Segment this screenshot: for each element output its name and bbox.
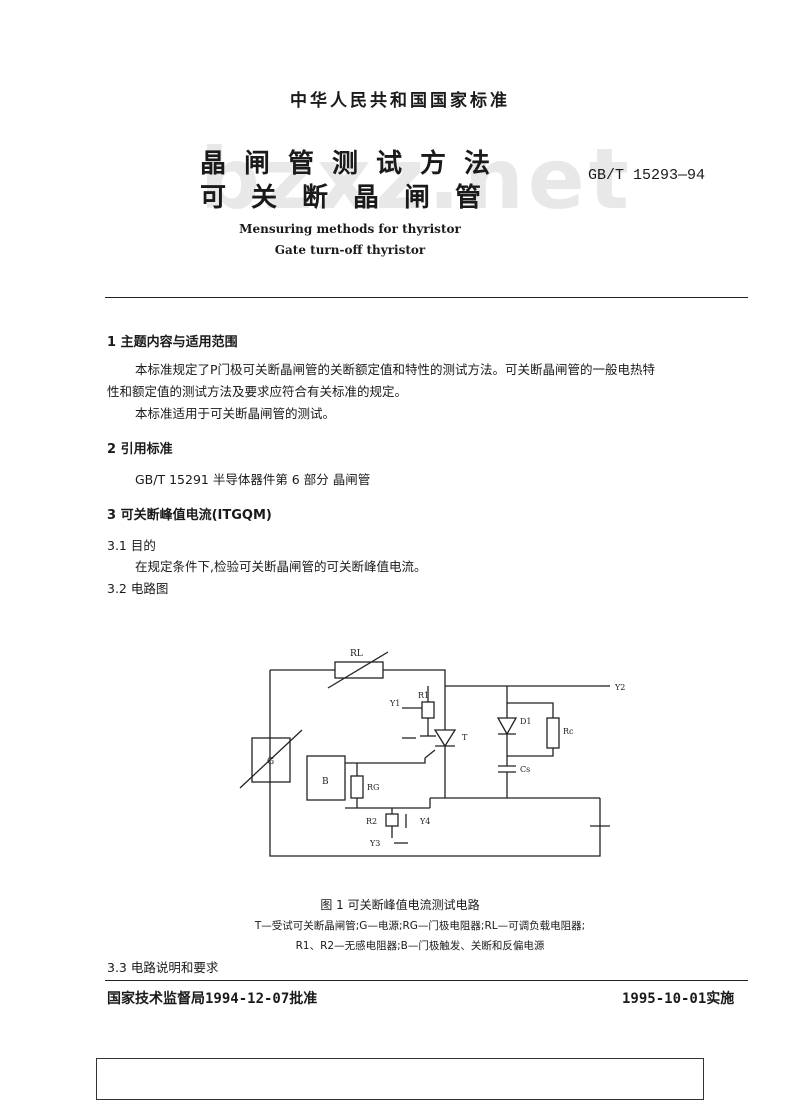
- label-rc: Rc: [563, 727, 574, 736]
- effective-date: 1995-10-01实施: [622, 991, 735, 1007]
- section-3-1-text: 在规定条件下,检验可关断晶闸管的可关断峰值电流。: [135, 559, 427, 574]
- footer-divider: [105, 980, 748, 981]
- section-1-paragraph-1: 本标准规定了P门极可关断晶闸管的关断额定值和特性的测试方法。可关断晶闸管的一般电…: [135, 362, 656, 377]
- section-3-3-heading: 3.3 电路说明和要求: [107, 960, 219, 975]
- wire-top-right: [383, 669, 446, 686]
- section-2-heading: 2 引用标准: [107, 442, 173, 457]
- wire-outer-loop: [269, 670, 601, 857]
- section-2-reference: GB/T 15291 半导体器件第 6 部分 晶闸管: [135, 472, 371, 487]
- label-rg: RG: [367, 783, 379, 792]
- figure-legend-1: T—受试可关断晶闸管;G—电源;RG—门极电阻器;RL—可调负载电阻器;: [254, 920, 586, 932]
- label-y2: Y2: [614, 683, 625, 692]
- thyristor-t: [433, 729, 457, 748]
- section-3-2-heading: 3.2 电路图: [107, 581, 169, 596]
- resistor-rl-arrow: [327, 651, 389, 689]
- watermark: bzxz.net: [200, 130, 633, 228]
- figure-caption: 图 1 可关断峰值电流测试电路: [320, 898, 480, 912]
- label-y4: Y4: [419, 817, 430, 826]
- resistor-rg: [350, 775, 364, 799]
- source-g-arrow: [239, 729, 303, 789]
- english-title-1: Mensuring methods for thyristor: [239, 222, 461, 236]
- standard-code: GB/T 15293—94: [588, 167, 706, 184]
- figure-legend-2: R1、R2—无感电阻器;B—门极触发、关断和反偏电源: [295, 940, 545, 952]
- label-r2: R2: [366, 817, 377, 826]
- section-3-1-heading: 3.1 目的: [107, 538, 156, 553]
- header-divider: [105, 297, 748, 298]
- organization-title: 中华人民共和国国家标准: [290, 91, 510, 111]
- section-3-heading: 3 可关断峰值电流(ITGQM): [107, 508, 272, 523]
- bottom-box: [96, 1058, 704, 1100]
- label-d1: D1: [520, 717, 532, 726]
- circuit-diagram: RL R1 Y1 Y2 T D1 Rc Cs G B RG R2 Y3 Y4: [239, 649, 625, 857]
- resistor-rc: [546, 717, 560, 749]
- resistor-r1: [421, 701, 435, 719]
- resistor-r2: [385, 813, 399, 827]
- label-rl: RL: [350, 649, 363, 659]
- thyristor-gate: [424, 749, 436, 759]
- label-g: G: [267, 757, 274, 767]
- title-line-2: 可关断晶闸管: [200, 183, 507, 213]
- diode-d1: [496, 717, 518, 736]
- section-1-paragraph-2: 本标准适用于可关断晶闸管的测试。: [135, 406, 336, 421]
- issuer-note: 国家技术监督局1994-12-07批准: [107, 991, 318, 1007]
- section-1-heading: 1 主题内容与适用范围: [107, 335, 238, 350]
- label-cs: Cs: [520, 765, 530, 774]
- label-y1: Y1: [389, 699, 400, 708]
- wire-rc-top: [507, 702, 554, 718]
- source-b: [306, 755, 346, 801]
- section-1-paragraph-1b: 性和额定值的测试方法及要求应符合有关标准的规定。: [107, 384, 408, 399]
- label-r1: R1: [418, 691, 429, 700]
- label-y3: Y3: [369, 839, 380, 848]
- title-line-1: 晶闸管测试方法: [200, 149, 509, 179]
- label-t: T: [462, 733, 468, 742]
- english-title-2: Gate turn-off thyristor: [274, 243, 426, 257]
- label-b: B: [322, 777, 329, 787]
- source-g: [251, 737, 291, 783]
